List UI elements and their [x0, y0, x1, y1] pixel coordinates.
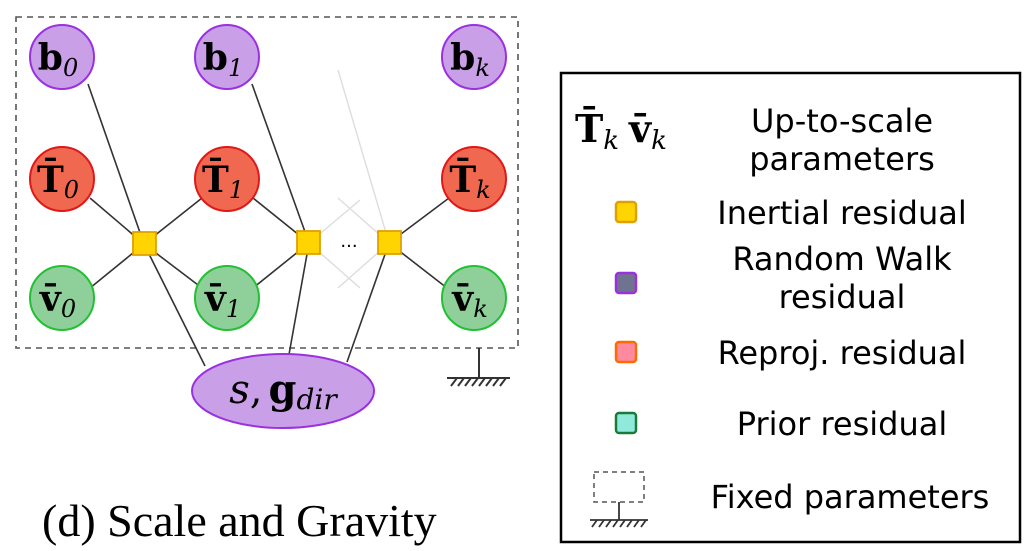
reproj-residual-swatch [614, 340, 638, 364]
node-bk: bk [441, 24, 507, 90]
legend-label-fixed: Fixed parameters [711, 478, 990, 516]
prior-residual-swatch [614, 411, 638, 435]
inertial-factor-2 [296, 230, 321, 255]
inertial-factor-k [377, 230, 402, 255]
node-v1: v̄1 [194, 265, 260, 331]
fixed-parameters-icon [590, 471, 648, 528]
node-b0: b0 [29, 24, 95, 90]
legend-label-inertial: Inertial residual [717, 194, 966, 232]
legend-label-prior: Prior residual [737, 405, 947, 443]
svg-text:T̄0: T̄0 [37, 157, 79, 204]
svg-text:v̄0: v̄0 [39, 278, 76, 323]
node-scale-gravity: s,gdir [191, 353, 375, 429]
node-b1: b1 [194, 24, 260, 90]
svg-text:T̄1: T̄1 [202, 157, 244, 204]
figure-caption: (d) Scale and Gravity [42, 495, 437, 546]
svg-text:v̄1: v̄1 [204, 278, 241, 323]
node-vk: v̄k [441, 265, 507, 331]
graph-edges [87, 83, 450, 367]
node-T1: T̄1 [194, 146, 260, 212]
legend-label-reproj: Reproj. residual [718, 334, 967, 372]
inertial-factor-1 [132, 231, 157, 256]
svg-text:bk: bk [450, 37, 490, 82]
ellipsis: ... [340, 231, 357, 252]
inertial-residual-swatch [614, 200, 638, 224]
svg-text:v̄k: v̄k [451, 278, 487, 323]
ground-icon [447, 348, 510, 387]
legend-box [559, 71, 1022, 544]
random-walk-residual-swatch [614, 271, 638, 295]
svg-text:b0: b0 [38, 37, 78, 82]
svg-text:b1: b1 [203, 37, 243, 82]
svg-text:T̄k: T̄k [449, 157, 490, 204]
fixed-parameters-box [15, 16, 519, 349]
node-v0: v̄0 [29, 265, 95, 331]
svg-text:s,gdir: s,gdir [229, 366, 338, 416]
node-T0: T̄0 [29, 146, 95, 212]
svg-text:T̄kv̄k: T̄kv̄k [575, 106, 667, 156]
node-Tk: T̄k [441, 146, 507, 212]
faded-edges [308, 69, 390, 289]
